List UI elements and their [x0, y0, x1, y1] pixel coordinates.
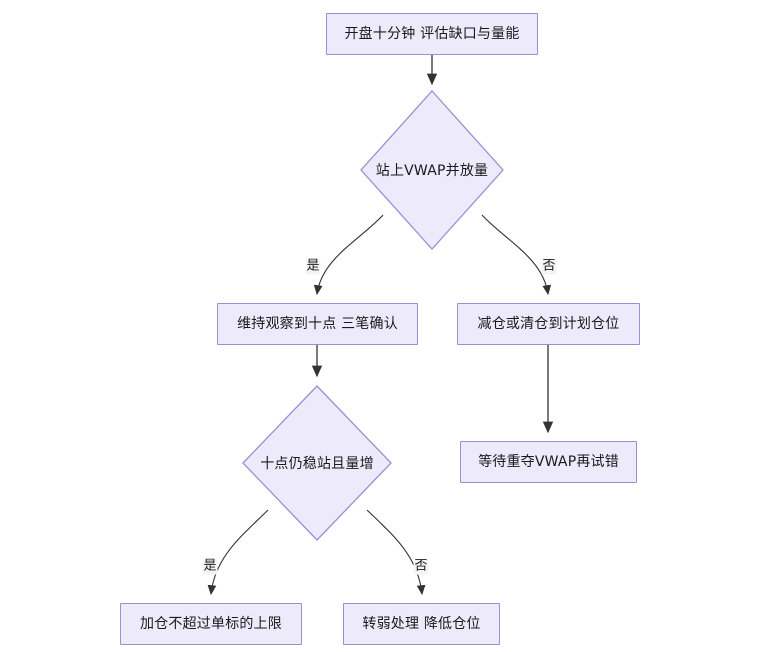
edge-label-yes-upper: 是	[305, 258, 321, 275]
node-weaken-reduce-position[interactable]: 转弱处理 降低仓位	[343, 603, 500, 645]
edge-label-yes-lower: 是	[202, 558, 218, 575]
node-observe-until-ten[interactable]: 维持观察到十点 三笔确认	[217, 303, 418, 345]
node-reduce-or-clear-position[interactable]: 减仓或清仓到计划仓位	[457, 303, 640, 345]
node-decision-above-vwap-volume[interactable]: 站上VWAP并放量	[360, 90, 504, 250]
node-label: 等待重夺VWAP再试错	[478, 453, 619, 470]
node-wait-retake-vwap[interactable]: 等待重夺VWAP再试错	[460, 441, 637, 483]
edge-label-no-lower: 否	[413, 558, 429, 575]
node-label: 转弱处理 降低仓位	[362, 615, 481, 632]
node-label: 加仓不超过单标的上限	[140, 615, 282, 632]
node-label: 站上VWAP并放量	[375, 163, 489, 179]
node-decision-still-stable-at-ten[interactable]: 十点仍稳站且量增	[242, 385, 392, 541]
diamond-shape	[242, 385, 392, 541]
node-start-open-ten-minutes[interactable]: 开盘十分钟 评估缺口与量能	[326, 13, 538, 55]
node-label: 减仓或清仓到计划仓位	[477, 315, 620, 332]
node-label: 十点仍稳站且量增	[260, 456, 374, 472]
edge-label-no-upper: 否	[541, 258, 557, 275]
diamond-shape	[360, 90, 504, 250]
node-label: 维持观察到十点 三笔确认	[237, 315, 398, 332]
node-add-position-within-cap[interactable]: 加仓不超过单标的上限	[120, 603, 302, 645]
node-label: 开盘十分钟 评估缺口与量能	[344, 25, 520, 42]
